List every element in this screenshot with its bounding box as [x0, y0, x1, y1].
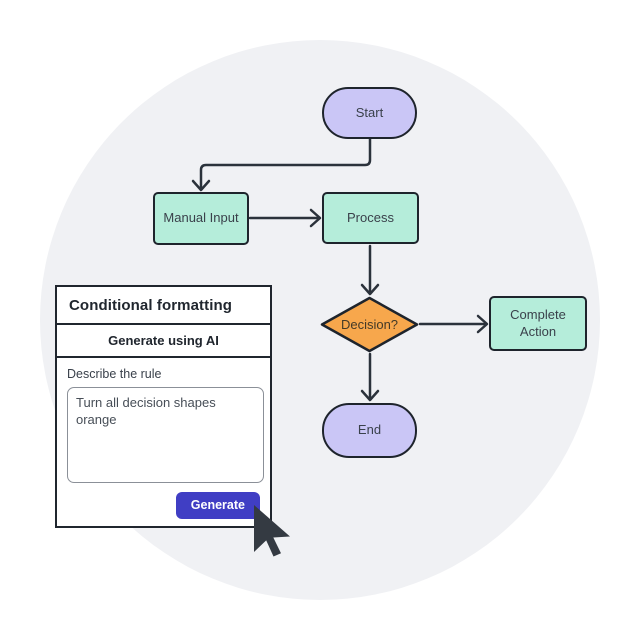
generate-button[interactable]: Generate [175, 492, 260, 519]
flowchart-node-end[interactable]: End [322, 403, 417, 458]
panel-title-bar: Conditional formatting [57, 287, 270, 325]
flowchart-node-complete-action[interactable]: Complete Action [489, 296, 587, 351]
node-label-manual-input: Manual Input [163, 210, 239, 226]
panel-section-bar: Generate using AI [57, 325, 270, 358]
rule-field-label: Describe the rule [67, 367, 162, 381]
flowchart-node-decision[interactable]: Decision? [320, 296, 419, 353]
node-label-complete-action: Complete Action [510, 307, 566, 339]
decision-diamond-shape [320, 296, 419, 353]
node-label-process: Process [347, 209, 394, 225]
node-label-end: End [357, 422, 382, 438]
panel-body: Describe the rule Turn all decision shap… [57, 358, 270, 529]
button-row: Generate [67, 492, 260, 519]
node-label-decision: Decision? [340, 317, 399, 332]
rule-input[interactable]: Turn all decision shapes orange [67, 387, 264, 483]
node-label-start: Start [355, 104, 384, 120]
conditional-formatting-panel: Conditional formatting Generate using AI… [55, 285, 272, 528]
flowchart-node-start[interactable]: Start [322, 87, 417, 139]
panel-section-title: Generate using AI [108, 333, 219, 348]
flowchart-node-manual-input[interactable]: Manual Input [153, 192, 249, 245]
flowchart-node-process[interactable]: Process [322, 192, 419, 244]
panel-title: Conditional formatting [69, 297, 233, 314]
diamond-polygon [320, 296, 419, 353]
